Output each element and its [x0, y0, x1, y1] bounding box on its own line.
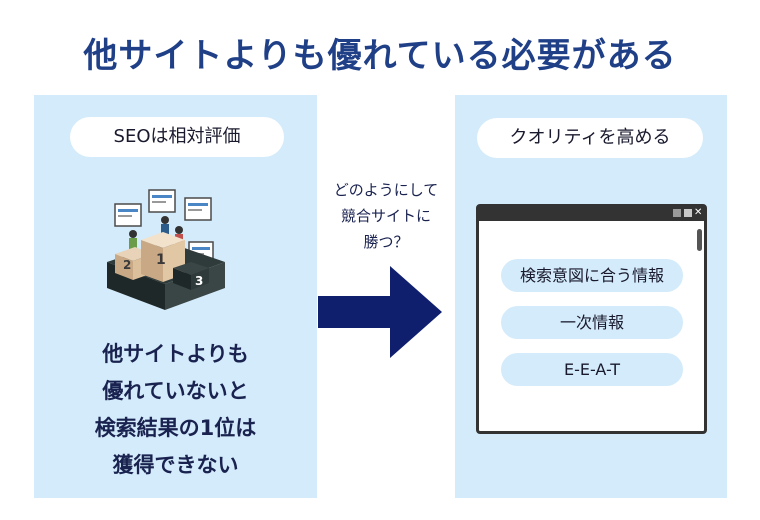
result-text: 他サイトよりも 優れていないと 検索結果の1位は 獲得できない: [34, 336, 317, 484]
browser-window: ✕ 検索意図に合う情報 一次情報 E-E-A-T: [476, 204, 707, 434]
seo-relative-pill: SEOは相対評価: [70, 117, 284, 157]
result-line: 他サイトよりも: [102, 342, 249, 366]
page-title: 他サイトよりも優れている必要がある: [83, 36, 677, 76]
window-titlebar: ✕: [479, 207, 704, 221]
question-line: どのようにして: [333, 181, 439, 199]
maximize-icon[interactable]: [684, 209, 692, 217]
list-item: E-E-A-T: [501, 353, 683, 386]
result-line: 検索結果の1位は: [94, 416, 257, 440]
podium-3-label: 3: [195, 274, 203, 288]
question-text: どのようにして 競合サイトに 勝つ？: [316, 177, 456, 255]
list-item: 一次情報: [501, 306, 683, 339]
result-line: 獲得できない: [112, 453, 239, 477]
podium-illustration-icon: 2 1 3: [107, 189, 225, 310]
question-line: 勝つ？: [363, 233, 409, 251]
scrollbar[interactable]: [697, 229, 702, 251]
result-line: 優れていないと: [102, 379, 249, 403]
podium-2-label: 2: [123, 258, 131, 272]
minimize-icon[interactable]: [673, 209, 681, 217]
right-arrow-icon: [318, 266, 442, 358]
quality-pill: クオリティを高める: [477, 118, 703, 158]
list-item: 検索意図に合う情報: [501, 259, 683, 292]
podium-1-label: 1: [156, 252, 166, 268]
question-line: 競合サイトに: [340, 207, 431, 225]
close-icon[interactable]: ✕: [694, 207, 703, 218]
